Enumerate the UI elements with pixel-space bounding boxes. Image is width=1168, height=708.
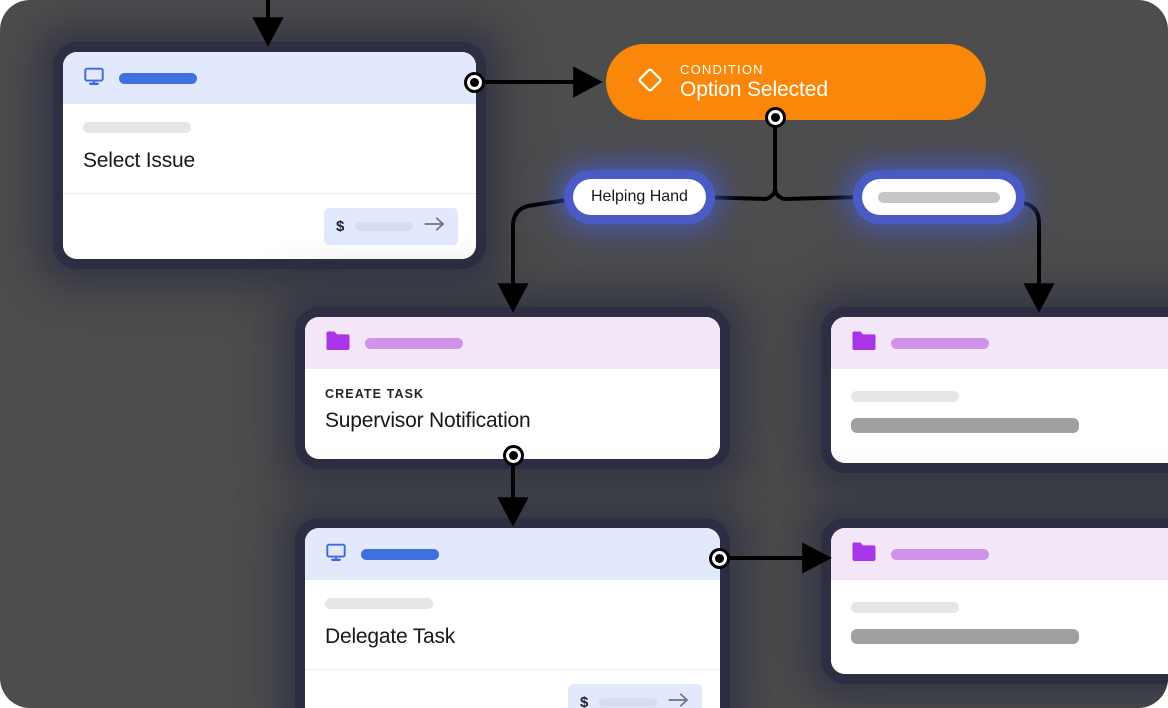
branch-helping-hand[interactable]: Helping Hand — [573, 179, 706, 215]
folder-icon — [851, 541, 877, 568]
node-header — [831, 528, 1168, 580]
amount-field[interactable]: $ — [568, 684, 702, 708]
subtitle-placeholder — [83, 122, 191, 133]
folder-icon — [325, 330, 351, 357]
node-placeholder-top-right[interactable] — [831, 317, 1168, 463]
node-body: CREATE TASK Supervisor Notification — [305, 369, 720, 459]
node-body — [831, 369, 1168, 463]
node-eyebrow: CREATE TASK — [325, 387, 425, 401]
edge-condition-to-branch-right — [773, 187, 863, 202]
currency-symbol: $ — [580, 694, 589, 708]
edge-condition-to-branch-left — [696, 187, 777, 202]
subtitle-placeholder — [851, 602, 959, 613]
amount-placeholder — [599, 698, 657, 707]
diamond-icon — [636, 66, 664, 99]
node-header — [831, 317, 1168, 369]
node-select-issue[interactable]: Select Issue $ — [63, 52, 476, 259]
subtitle-placeholder — [325, 598, 433, 609]
amount-field[interactable]: $ — [324, 208, 458, 245]
folder-icon — [851, 330, 877, 357]
edge-branch-left-to-supervisor — [497, 197, 574, 313]
title-placeholder — [851, 418, 1079, 433]
node-title: Supervisor Notification — [325, 409, 531, 432]
submit-arrow-icon[interactable] — [424, 216, 446, 237]
connector-dot-supervisor-out[interactable] — [503, 445, 524, 466]
node-condition[interactable]: CONDITION Option Selected — [606, 44, 986, 120]
node-footer: $ — [305, 669, 720, 708]
amount-placeholder — [355, 222, 413, 231]
header-title-placeholder — [891, 548, 989, 560]
header-title-placeholder — [119, 72, 197, 84]
monitor-icon — [83, 65, 105, 92]
title-placeholder — [851, 629, 1079, 644]
node-placeholder-bottom-right[interactable] — [831, 528, 1168, 674]
condition-eyebrow: CONDITION — [680, 61, 764, 77]
header-title-placeholder — [891, 337, 989, 349]
branch-label: Helping Hand — [591, 188, 688, 205]
edge-branch-right-to-placeholder-top — [1001, 197, 1055, 313]
node-footer: $ — [63, 193, 476, 259]
currency-symbol: $ — [336, 218, 345, 235]
connector-dot-select-issue-out[interactable] — [464, 72, 485, 93]
node-body: Delegate Task — [305, 580, 720, 669]
submit-arrow-icon[interactable] — [668, 692, 690, 708]
node-title: Delegate Task — [325, 625, 456, 648]
node-supervisor-notification[interactable]: CREATE TASK Supervisor Notification — [305, 317, 720, 459]
node-header — [63, 52, 476, 104]
header-title-placeholder — [365, 337, 463, 349]
branch-placeholder[interactable] — [862, 179, 1016, 215]
monitor-icon — [325, 541, 347, 568]
node-delegate-task[interactable]: Delegate Task $ — [305, 528, 720, 708]
subtitle-placeholder — [851, 391, 959, 402]
node-header — [305, 528, 720, 580]
condition-title: Option Selected — [680, 77, 828, 101]
header-title-placeholder — [361, 548, 439, 560]
node-body — [831, 580, 1168, 674]
connector-dot-delegate-out[interactable] — [709, 548, 730, 569]
branch-label-placeholder — [878, 191, 1000, 203]
node-title: Select Issue — [83, 149, 195, 172]
node-header — [305, 317, 720, 369]
connector-dot-condition-out[interactable] — [765, 107, 786, 128]
node-body: Select Issue — [63, 104, 476, 193]
